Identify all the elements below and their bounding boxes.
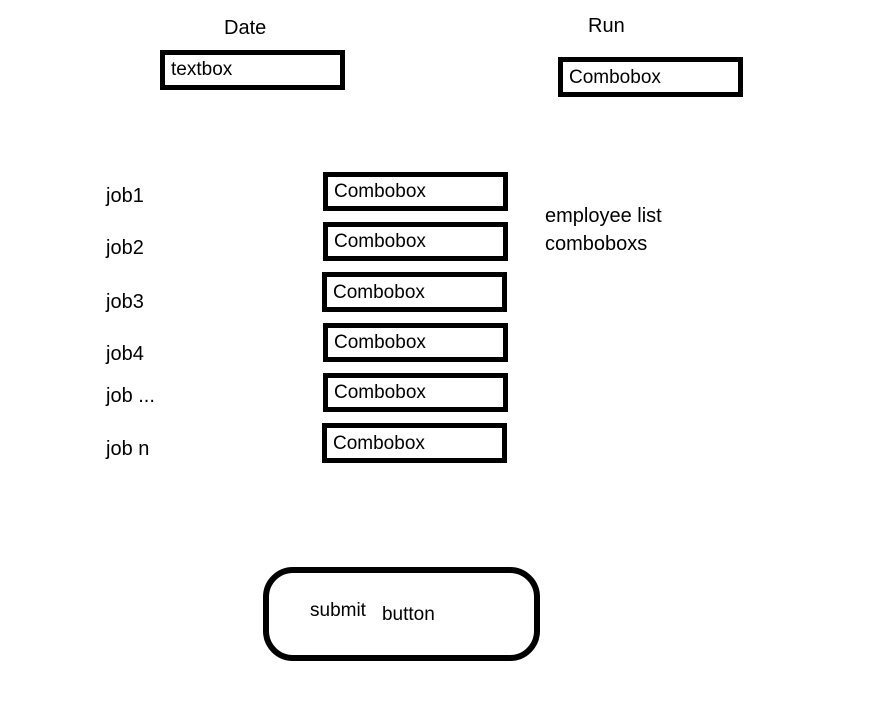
job1-combobox-value: Combobox xyxy=(334,181,426,202)
employee-list-annotation-line1: employee list xyxy=(545,205,662,227)
submit-button[interactable]: submit button xyxy=(263,567,540,661)
job-n-employee-combobox[interactable]: Combobox xyxy=(322,423,507,463)
job1-label: job1 xyxy=(106,185,144,207)
date-textbox[interactable] xyxy=(160,50,345,90)
job-ellipsis-label: job ... xyxy=(106,385,155,407)
job4-employee-combobox[interactable]: Combobox xyxy=(323,323,508,362)
date-label: Date xyxy=(224,17,267,39)
job3-label: job3 xyxy=(106,291,144,313)
job3-combobox-value: Combobox xyxy=(333,281,425,303)
run-combobox[interactable]: Combobox xyxy=(558,57,743,97)
job-n-label: job n xyxy=(106,438,150,460)
job3-employee-combobox[interactable]: Combobox xyxy=(322,272,507,312)
employee-list-annotation-line2: comboboxs xyxy=(545,233,648,255)
submit-button-label-word1: submit xyxy=(310,600,366,621)
employee-list-annotation: employee list comboboxs xyxy=(545,202,662,258)
submit-button-label-word2: button xyxy=(381,604,435,625)
job-n-combobox-value: Combobox xyxy=(333,432,425,454)
job2-combobox-value: Combobox xyxy=(334,231,426,252)
job-ellipsis-combobox-value: Combobox xyxy=(334,382,426,403)
run-combobox-value: Combobox xyxy=(569,66,661,88)
job2-employee-combobox[interactable]: Combobox xyxy=(323,222,508,261)
job4-combobox-value: Combobox xyxy=(334,332,426,353)
job2-label: job2 xyxy=(106,237,144,259)
job-ellipsis-employee-combobox[interactable]: Combobox xyxy=(323,373,508,412)
job4-label: job4 xyxy=(106,343,144,365)
job1-employee-combobox[interactable]: Combobox xyxy=(323,172,508,211)
run-label: Run xyxy=(588,15,625,37)
